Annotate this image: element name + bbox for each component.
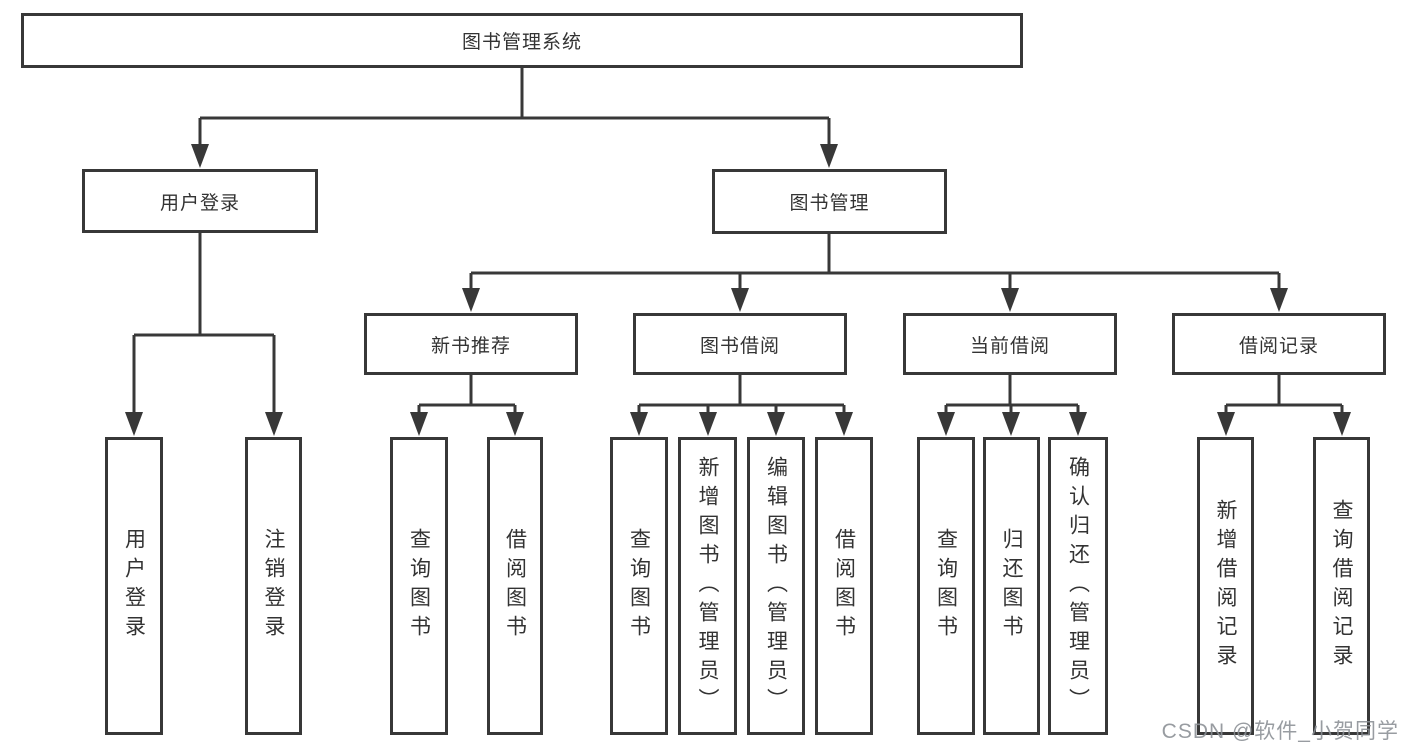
leaf-label: 查询图书: [934, 528, 958, 644]
csdn-watermark: CSDN @软件_小贺同学: [1161, 720, 1399, 743]
leaf-search-books-current: 查询图书: [917, 437, 975, 735]
leaf-user-login: 用户登录: [105, 437, 163, 735]
leaf-edit-book-admin: 编辑图书（管理员）: [747, 437, 805, 735]
node-label: 用户登录: [159, 192, 240, 214]
node-label: 新书推荐: [430, 335, 511, 357]
leaf-label: 查询借阅记录: [1330, 499, 1353, 673]
node-label: 当前借阅: [969, 335, 1050, 357]
leaf-confirm-return-admin: 确认归还（管理员）: [1048, 437, 1108, 735]
node-book-management: 图书管理: [712, 169, 947, 234]
leaf-search-borrow-record: 查询借阅记录: [1313, 437, 1370, 735]
node-label: 图书借阅: [699, 335, 780, 357]
leaf-search-books-borrow: 查询图书: [610, 437, 668, 735]
leaf-label: 新增图书（管理员）: [696, 455, 719, 717]
leaf-label: 借阅图书: [503, 528, 527, 644]
leaf-label: 编辑图书（管理员）: [764, 455, 788, 717]
node-label: 图书管理: [789, 193, 870, 214]
arrowhead-icons: [125, 144, 1351, 436]
node-user-login: 用户登录: [82, 169, 318, 233]
leaf-label: 确认归还（管理员）: [1066, 455, 1090, 717]
leaf-search-books-recommend: 查询图书: [390, 437, 448, 735]
leaf-return-books: 归还图书: [983, 437, 1040, 735]
leaf-add-borrow-record: 新增借阅记录: [1197, 437, 1254, 735]
node-current-borrow: 当前借阅: [903, 313, 1117, 375]
node-label: 借阅记录: [1238, 335, 1319, 357]
leaf-label: 查询图书: [627, 528, 651, 644]
leaf-label: 注销登录: [262, 528, 285, 644]
connector-lines: [132, 68, 1344, 415]
node-borrow-records: 借阅记录: [1172, 313, 1386, 375]
leaf-label: 归还图书: [1000, 528, 1023, 644]
leaf-label: 用户登录: [122, 528, 146, 644]
leaf-label: 借阅图书: [832, 528, 856, 644]
node-new-book-recommend: 新书推荐: [364, 313, 578, 375]
leaf-borrow-books-borrow: 借阅图书: [815, 437, 873, 735]
leaf-label: 查询图书: [407, 528, 431, 644]
leaf-add-book-admin: 新增图书（管理员）: [678, 437, 737, 735]
leaf-logout: 注销登录: [245, 437, 302, 735]
leaf-label: 新增借阅记录: [1214, 499, 1237, 673]
node-label: 图书管理系统: [461, 32, 582, 53]
node-library-management-system: 图书管理系统: [21, 13, 1023, 68]
leaf-borrow-books-recommend: 借阅图书: [487, 437, 543, 735]
node-book-borrow: 图书借阅: [633, 313, 847, 375]
